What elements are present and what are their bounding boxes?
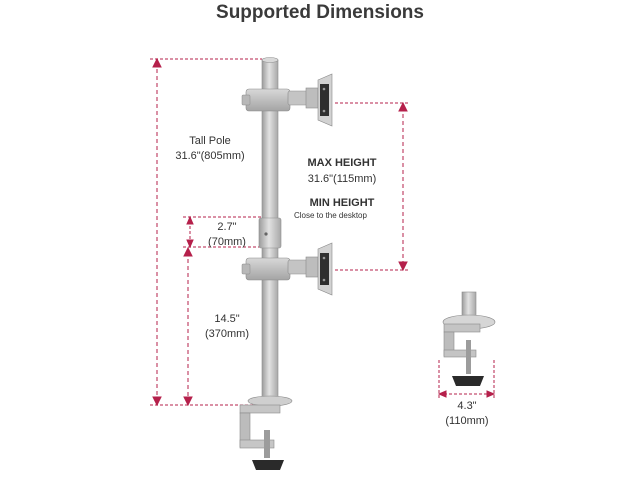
arrow-up-icon — [186, 215, 194, 225]
min-height-label: MIN HEIGHT — [309, 197, 375, 209]
dimension-lines — [150, 57, 410, 407]
lower-vesa-bracket — [320, 253, 329, 285]
gap-value: 2.7" — [217, 221, 237, 233]
lower-mm: (370mm) — [204, 328, 249, 340]
arrow-up-icon — [398, 101, 408, 112]
upper-arm-sleeve — [245, 88, 291, 112]
max-height-value: 31.6"(115mm) — [307, 173, 377, 185]
tall-pole-label: Tall Pole — [189, 135, 231, 147]
lower-value: 14.5" — [214, 313, 240, 325]
clamp-screw — [264, 430, 270, 458]
page-title: Supported Dimensions — [216, 2, 424, 23]
tall-pole-value: 31.6"(805mm) — [175, 150, 245, 162]
main-pole-assembly — [239, 57, 333, 470]
upper-vesa-bracket — [320, 84, 329, 116]
max-height-label: MAX HEIGHT — [307, 157, 377, 169]
min-height-note: Close to the desktop — [294, 211, 367, 220]
arrow-down-icon — [398, 261, 408, 272]
arrow-up-icon — [183, 246, 193, 257]
lower-arm-sleeve — [245, 257, 291, 281]
arrow-right-icon — [486, 390, 496, 398]
clamp-detail — [437, 291, 496, 398]
arrow-down-icon — [186, 239, 194, 249]
arrow-left-icon — [437, 390, 447, 398]
clamp-knob-icon — [252, 460, 284, 470]
lower-arm-joint — [287, 259, 309, 275]
detail-knob-icon — [452, 376, 484, 386]
clamp-top — [239, 404, 281, 414]
clamp-width-value: 4.3" — [457, 400, 477, 412]
arrow-down-icon — [152, 396, 162, 407]
arrow-down-icon — [183, 396, 193, 407]
arrow-up-icon — [152, 57, 162, 68]
base-plate — [247, 395, 293, 407]
clamp-width-mm: (110mm) — [445, 415, 489, 427]
gap-mm: (70mm) — [208, 236, 246, 248]
upper-arm-joint — [287, 90, 309, 106]
collar — [258, 217, 282, 249]
pole-cap — [261, 57, 279, 63]
clamp-bottom — [239, 439, 275, 449]
